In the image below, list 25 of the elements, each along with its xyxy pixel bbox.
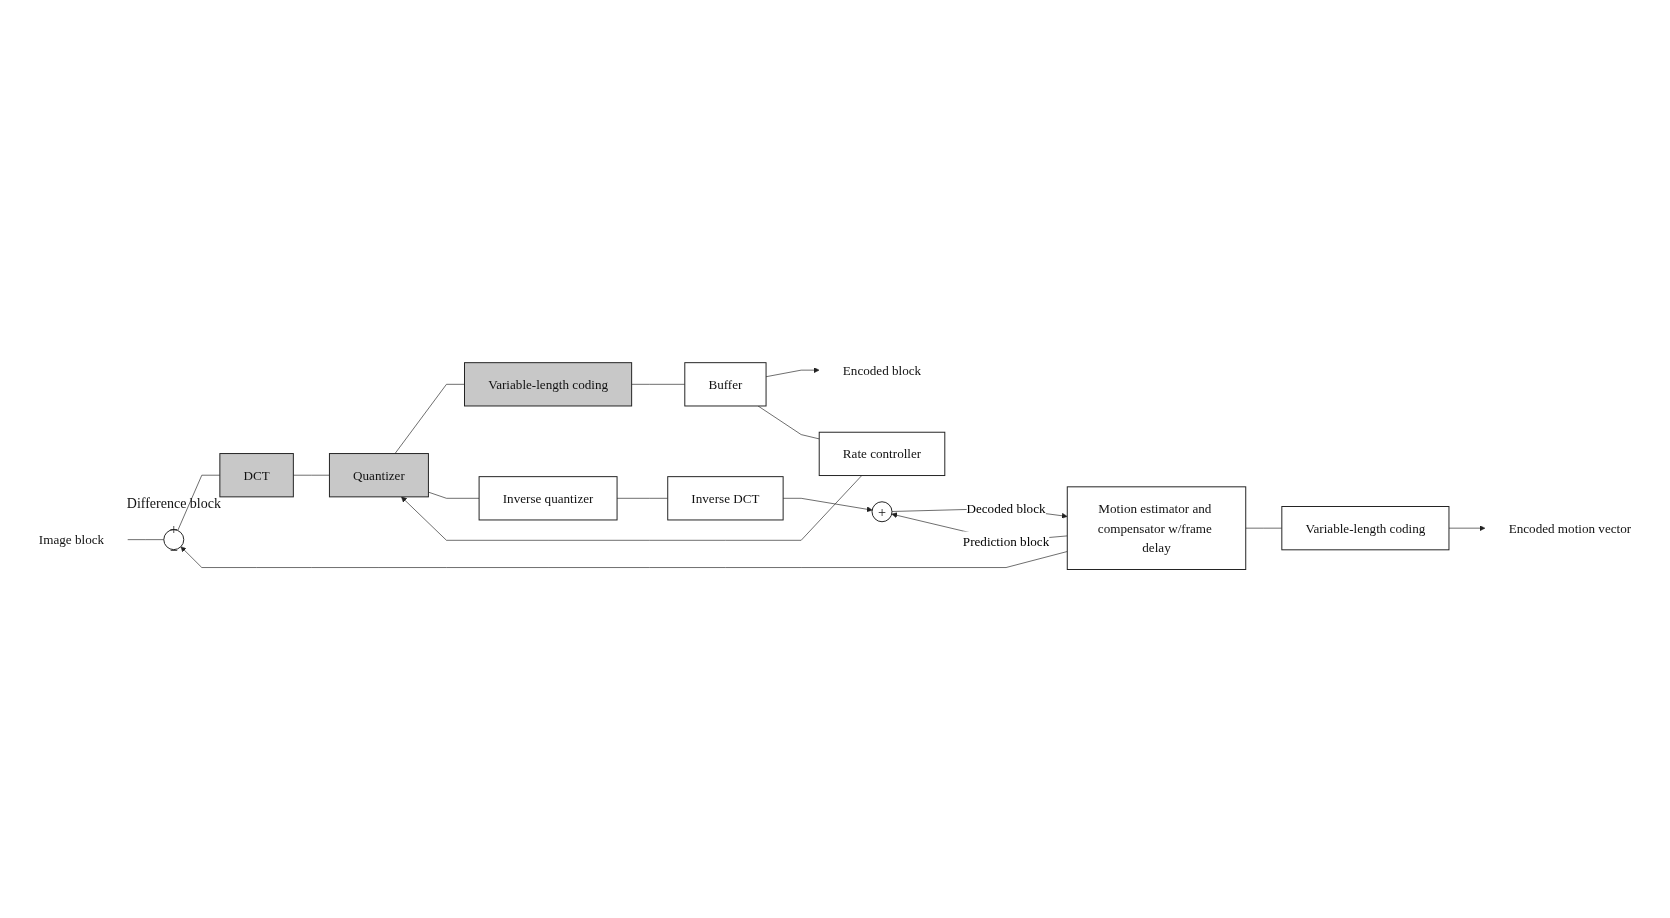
connector [616,498,669,499]
annotation-label: Difference block [126,496,221,512]
edge-label: Decoded block [966,501,1046,516]
node-box: Variable-length coding [1281,506,1450,551]
node-box: DCT [219,453,294,498]
node-box: Motion estimator and compensator w/frame delay [1066,486,1247,570]
edge-label: Prediction block [962,534,1050,549]
connector [757,405,820,440]
node-text: Encoded motion vector [1508,520,1632,536]
node-circle: + [871,501,893,523]
connector [428,491,480,499]
connector [631,384,686,385]
connector [394,384,465,454]
node-box: Variable-length coding [464,362,633,407]
connector [127,539,165,540]
connector [293,474,330,476]
node-box: Inverse DCT [667,476,784,521]
node-box: Rate controller [818,431,946,476]
node-box: Buffer [684,362,767,407]
node-box: Inverse quantizer [478,476,618,521]
connector [1245,527,1283,529]
node-text: Image block [38,532,105,547]
connector [177,474,221,531]
node-text: Encoded block [842,362,922,378]
node-box: Quantizer [328,453,429,498]
